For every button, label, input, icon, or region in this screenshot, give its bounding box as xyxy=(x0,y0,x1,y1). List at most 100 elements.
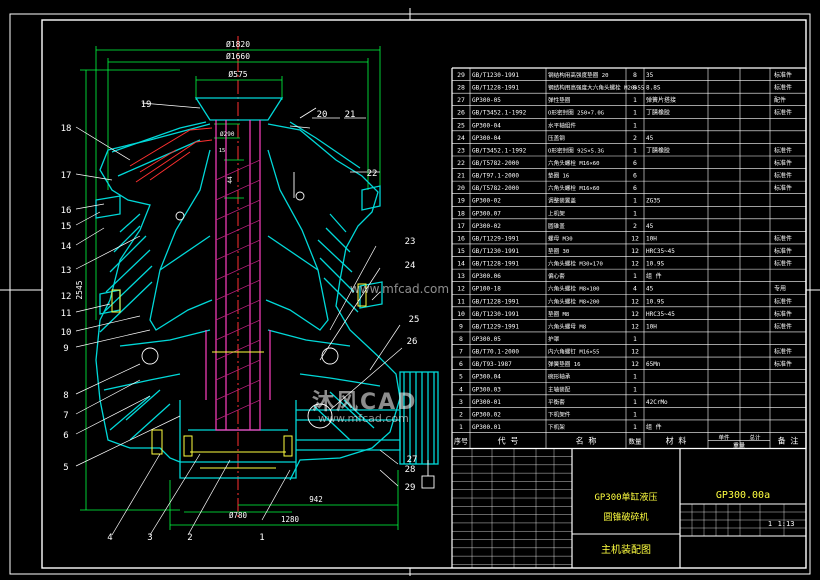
bom-name: 六角头螺栓 M16×60 xyxy=(548,184,600,192)
bom-qty: 6 xyxy=(633,159,637,167)
bom-qty: 1 xyxy=(633,373,637,381)
bom-name: 垫圈 16 xyxy=(548,172,569,180)
bom-qty: 1 xyxy=(633,146,637,154)
bom-name: 六角头螺栓 M8×200 xyxy=(548,297,600,305)
callout-20: 20 xyxy=(317,110,328,120)
bom-code: GP300.02 xyxy=(472,411,501,418)
dim-1280: 1280 xyxy=(281,515,300,524)
bom-name: 主轴装配 xyxy=(548,385,571,393)
main-shaft xyxy=(205,120,271,431)
bom-material: ZG35 xyxy=(646,198,661,205)
feed-plate xyxy=(129,127,213,183)
bom-name: 钢结构用高强度垫圈 20 xyxy=(548,71,608,79)
bom-material: 组 件 xyxy=(646,272,662,280)
bom-no: 27 xyxy=(457,96,465,104)
bom-note: 标准件 xyxy=(774,234,792,242)
bom-note: 标准件 xyxy=(774,84,792,92)
bom-qty: 8 xyxy=(633,84,637,92)
bom-code: GB/T5782-2000 xyxy=(472,185,519,192)
bom-note: 标准件 xyxy=(774,109,792,117)
bom-code: GP300.04 xyxy=(472,374,501,381)
callout-16: 16 xyxy=(61,206,72,216)
dim-780: Ø780 xyxy=(229,511,248,520)
bom-qty: 1 xyxy=(633,423,637,431)
bom-no: 28 xyxy=(457,84,465,92)
dim-575: Ø575 xyxy=(228,69,247,79)
bom-name: 弹性垫圈 xyxy=(548,96,571,104)
bom-no: 7 xyxy=(459,348,463,356)
callout-28: 28 xyxy=(405,465,416,475)
bom-code: GB/T1230-1991 xyxy=(472,311,519,318)
callout-27: 27 xyxy=(407,455,418,465)
bom-no: 3 xyxy=(459,398,463,406)
bom-material: 45 xyxy=(646,223,654,230)
bom-name: 六角头螺栓 M16×60 xyxy=(548,159,600,167)
bom-note: 标准件 xyxy=(774,360,792,368)
bom-no: 6 xyxy=(459,360,463,368)
bom-qty: 12 xyxy=(631,260,639,268)
product-name-line2: 圆锥破碎机 xyxy=(603,511,648,523)
dim-1660: Ø1660 xyxy=(226,51,250,61)
dim-1820: Ø1820 xyxy=(226,39,250,49)
bom-no: 19 xyxy=(457,197,465,205)
bom-material: 10H xyxy=(646,323,657,330)
callout-26: 26 xyxy=(407,337,418,347)
bom-note: 专用 xyxy=(774,285,786,293)
bom-material: 弹簧片搭接 xyxy=(646,96,676,104)
bom-code: GP300.03 xyxy=(472,386,501,393)
bom-no: 5 xyxy=(459,373,463,381)
bom-code: GP300.01 xyxy=(472,424,501,431)
bom-qty: 1 xyxy=(633,410,637,418)
callout-7: 7 xyxy=(63,411,68,421)
bom-no: 9 xyxy=(459,322,463,330)
watermark-bottom: www.mfcad.com xyxy=(318,412,409,425)
drawing-title: 主机装配图 xyxy=(601,543,651,556)
bom-name: 螺母 M30 xyxy=(548,234,573,242)
bom-note: 标准件 xyxy=(774,71,792,79)
callout-3: 3 xyxy=(147,533,152,543)
bom-name: 偏心套 xyxy=(548,272,565,280)
bom-code: GB/T1228-1991 xyxy=(472,85,519,92)
bom-qty: 1 xyxy=(633,385,637,393)
callout-15: 15 xyxy=(61,222,72,232)
bom-material: 45 xyxy=(646,286,654,293)
bom-note: 标准件 xyxy=(774,297,792,305)
watermark-logo: 沐风CAD xyxy=(312,390,418,415)
bom-header-note: 备 注 xyxy=(778,436,799,446)
bom-no: 16 xyxy=(457,234,465,242)
bom-material: 丁腈橡胶 xyxy=(646,109,670,117)
bom-note: 标准件 xyxy=(774,247,792,255)
callout-9: 9 xyxy=(63,344,68,354)
bom-code: GP300.07 xyxy=(472,210,501,217)
bom-no: 14 xyxy=(457,260,465,268)
bom-name: 压盖钢 xyxy=(548,134,565,142)
callout-1: 1 xyxy=(259,533,264,543)
bom-qty: 1 xyxy=(633,398,637,406)
callout-18: 18 xyxy=(61,124,72,134)
dimension-lines xyxy=(80,46,399,530)
bom-name: 上机架 xyxy=(548,209,565,217)
bom-code: GP300.06 xyxy=(472,273,501,280)
callout-22: 22 xyxy=(367,169,378,179)
bom-material: 8.8S xyxy=(646,85,661,92)
bom-header-qty: 数量 xyxy=(629,437,643,446)
bom-name: 垫圈 M8 xyxy=(548,310,570,318)
bom-code: GP300-04 xyxy=(472,122,501,129)
bom-material: 35 xyxy=(646,72,654,79)
bom-name: 垫圈 30 xyxy=(548,247,569,255)
bom-code: GB/T3452.1-1992 xyxy=(472,110,527,117)
bom-qty: 12 xyxy=(631,234,639,242)
